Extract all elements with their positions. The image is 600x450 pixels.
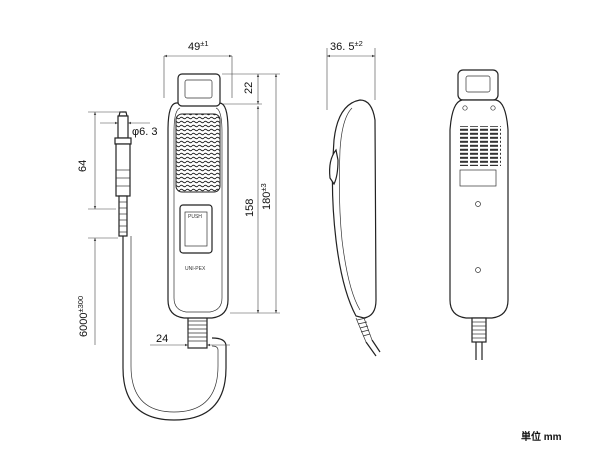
back-label-plate xyxy=(459,169,497,187)
back-vent-slots xyxy=(459,126,501,166)
back-view xyxy=(449,69,509,360)
dim-plug-length-value: 64 xyxy=(77,160,89,172)
dim-top-tab: 22 xyxy=(222,73,280,105)
dim-width-tol: ±1 xyxy=(200,39,208,48)
unit-label: 単位 mm xyxy=(521,432,562,443)
dim-plug-diameter: φ6. 3 xyxy=(100,121,157,138)
front-view: PUSH UNI-PEX xyxy=(76,39,280,421)
switch-text: PUSH xyxy=(188,214,202,220)
hang-tab-back xyxy=(457,69,499,101)
dim-body-length-value: 158 xyxy=(244,199,256,217)
dim-body-length: 158 xyxy=(230,106,280,314)
svg-text:49±1: 49±1 xyxy=(188,39,209,53)
dim-cord-length-tol: ±300 xyxy=(76,296,85,313)
back-screw-top xyxy=(475,201,481,207)
dim-total-length-tol: ±3 xyxy=(259,183,268,191)
dim-total-length: 180±3 xyxy=(259,74,278,313)
brand-text: UNI-PEX xyxy=(185,266,206,272)
dim-cord-length: 6000±300 xyxy=(76,237,118,345)
dim-depth: 36. 5±2 xyxy=(326,39,376,110)
dim-cord-length-value: 6000 xyxy=(78,313,90,337)
dim-strain-relief: 24 xyxy=(150,330,230,348)
strain-relief-back xyxy=(471,317,487,360)
dim-depth-tol: ±2 xyxy=(354,39,362,48)
dim-plug-diameter-value: φ6. 3 xyxy=(132,126,157,138)
svg-text:180±3: 180±3 xyxy=(259,183,273,210)
dim-strain-relief-value: 24 xyxy=(156,333,168,345)
dim-top-tab-value: 22 xyxy=(243,82,255,94)
strain-relief-front xyxy=(187,311,208,349)
mic-grille xyxy=(175,113,221,193)
phone-plug xyxy=(114,111,132,237)
back-screw-bottom xyxy=(475,267,481,273)
dim-width: 49±1 xyxy=(163,39,233,98)
dim-total-length-value: 180 xyxy=(261,192,273,210)
hang-tab-front xyxy=(177,73,221,107)
dim-plug-length: 64 xyxy=(77,111,122,210)
svg-text:6000±300: 6000±300 xyxy=(76,296,90,337)
svg-text:36. 5±2: 36. 5±2 xyxy=(330,39,363,53)
cord-loop xyxy=(122,236,227,421)
side-view: 36. 5±2 xyxy=(326,39,381,357)
mic-body-side xyxy=(331,99,377,319)
dim-depth-value: 36. 5 xyxy=(330,41,354,53)
dim-width-value: 49 xyxy=(188,41,200,53)
push-switch: PUSH xyxy=(179,204,213,254)
